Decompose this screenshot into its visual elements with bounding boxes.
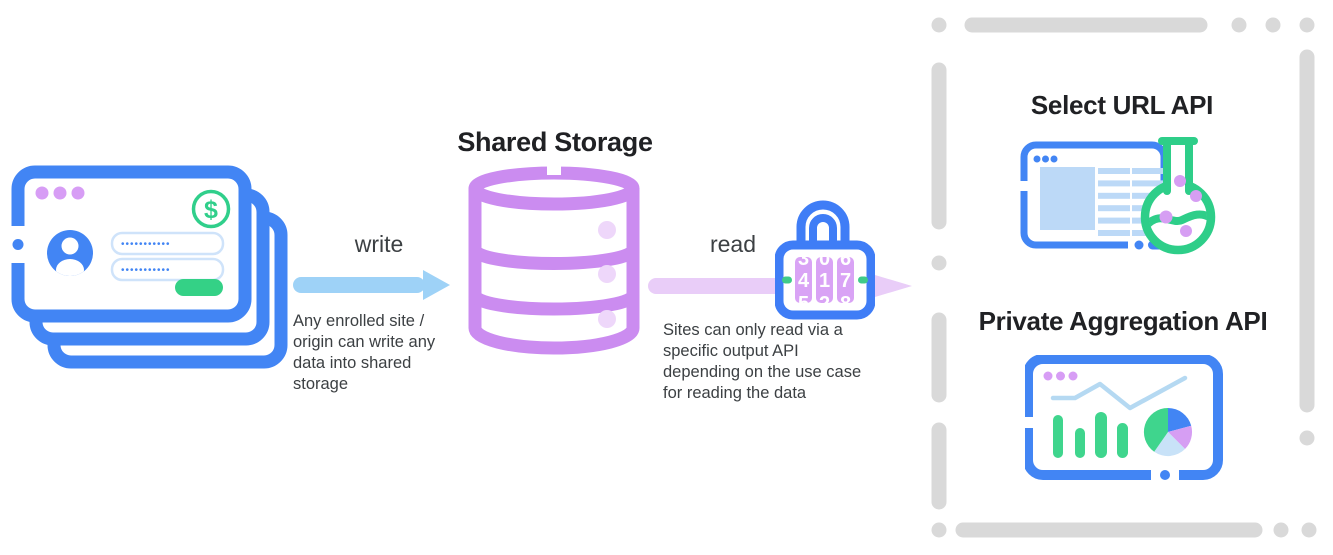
- border-dot: [1160, 470, 1170, 480]
- content-block: [1040, 167, 1095, 230]
- dial-digit: 1: [819, 270, 830, 292]
- lid-gap: [547, 162, 561, 175]
- pie-slice-blue: [1168, 408, 1192, 432]
- dashboard-charts-icon: [1025, 355, 1223, 482]
- dial-digit: 5: [798, 293, 809, 315]
- dial-digit: 2: [819, 293, 830, 315]
- dash-dot: [1301, 522, 1317, 538]
- border-gap: [1020, 181, 1029, 191]
- submit-button-shape: [175, 279, 223, 296]
- dash-dot: [931, 17, 947, 33]
- lock-dial-2: 0 1 2: [816, 248, 833, 315]
- password-field: [110, 257, 225, 282]
- window-traffic-dots: [1043, 371, 1078, 381]
- database-lid: [468, 166, 640, 211]
- database-separator: [468, 292, 640, 316]
- dash-dot: [1299, 430, 1315, 446]
- bar-chart: [1053, 412, 1128, 458]
- dash-dot: [1273, 522, 1289, 538]
- write-arrow: [293, 270, 450, 300]
- database-icon: [468, 162, 640, 355]
- dial-marker-left: [782, 276, 792, 284]
- dollar-glyph: $: [204, 196, 218, 224]
- dash-dot: [1265, 17, 1281, 33]
- dial-digit: 4: [798, 270, 810, 292]
- select-url-api-title: Select URL API: [1030, 90, 1214, 120]
- dial-digit: 6: [840, 248, 851, 270]
- lock-dial-1: 3 4 5: [795, 248, 812, 315]
- pie-slice-green: [1143, 407, 1168, 452]
- line-chart: [1050, 375, 1188, 411]
- write-label: write: [354, 231, 404, 257]
- pie-slice-purple: [1168, 425, 1193, 449]
- dash-dot: [931, 255, 947, 271]
- pie-slice-lightblue: [1154, 432, 1185, 457]
- border-notch-dot: [12, 239, 24, 250]
- username-field: [110, 231, 225, 256]
- dial-digit: 0: [819, 248, 830, 270]
- read-label: read: [709, 231, 757, 257]
- browser-with-flask-icon: [1020, 137, 1216, 255]
- flask-liquid-wave: [1149, 210, 1207, 230]
- dial-digit: 8: [840, 293, 851, 315]
- dash-dot: [1231, 17, 1247, 33]
- database-row-dots: [598, 221, 616, 328]
- combination-lock-icon: 3 4 5 0 1 2 6 7 8: [775, 200, 875, 320]
- dash-dot: [931, 522, 947, 538]
- flask-bubbles: [1159, 175, 1202, 237]
- dial-marker-right: [858, 276, 868, 284]
- lock-shackle-outer: [796, 200, 850, 252]
- password-dots-text: •••••••••••: [121, 239, 171, 250]
- pie-chart: [1143, 407, 1193, 457]
- stacked-browser-windows-icon: $ ••••••••••• •••••••••••: [10, 165, 288, 369]
- private-aggregation-api-title: Private Aggregation API: [978, 306, 1268, 336]
- password-dots-text: •••••••••••: [121, 265, 171, 276]
- dial-digit: 7: [840, 270, 851, 292]
- dial-digit: 3: [798, 248, 809, 270]
- database-separator: [468, 246, 640, 270]
- output-apis-dashed-border: [931, 17, 1317, 538]
- read-description: Sites can only read via a specific outpu…: [663, 321, 862, 402]
- dollar-icon: [191, 189, 231, 229]
- write-arrow-shaft: [293, 277, 425, 293]
- lock-dial-3: 6 7 8: [837, 248, 854, 315]
- write-description: Any enrolled site / origin can write any…: [293, 312, 436, 393]
- shared-storage-title: Shared Storage: [457, 127, 653, 157]
- window-traffic-dots: [1033, 155, 1058, 163]
- border-dot: [1134, 240, 1144, 250]
- write-arrow-head: [423, 270, 450, 300]
- window-traffic-dots: [35, 186, 85, 200]
- dash-dot: [1299, 17, 1315, 33]
- border-gap: [1025, 417, 1034, 428]
- flask-icon: [1140, 137, 1216, 255]
